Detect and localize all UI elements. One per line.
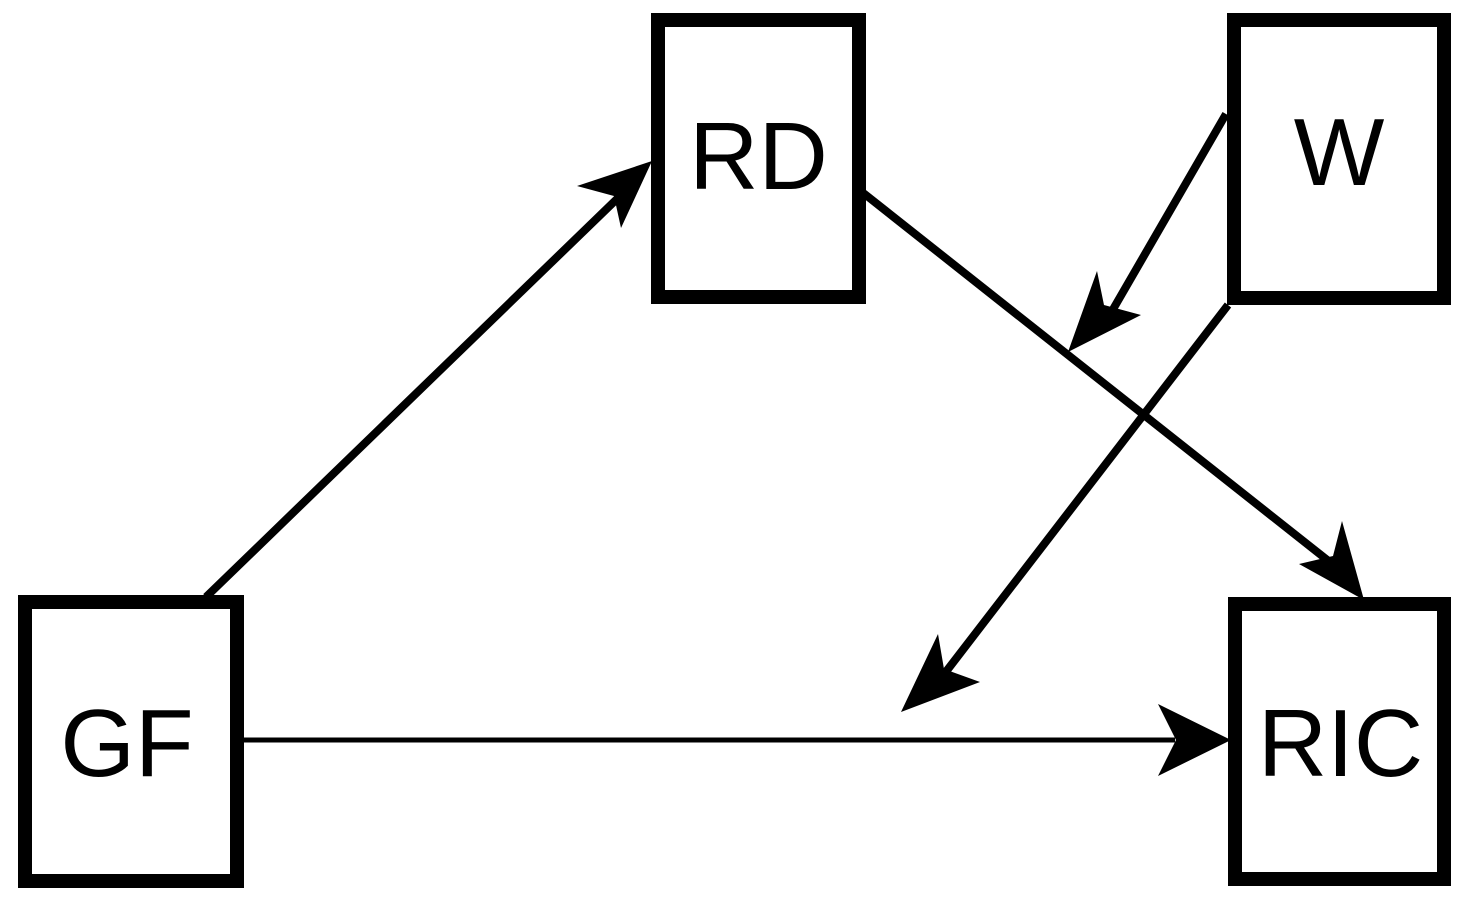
edge-gf-to-rd[interactable]	[203, 161, 652, 600]
edge-rd-to-ric[interactable]	[859, 188, 1364, 600]
edge-w-to-gf-ric-path[interactable]	[901, 302, 1232, 712]
node-rd[interactable]: RD	[651, 13, 866, 304]
node-w[interactable]: W	[1227, 13, 1451, 305]
node-rd-label: RD	[689, 102, 828, 210]
edge-w-to-rd-ric-path[interactable]	[1068, 111, 1230, 352]
node-ric[interactable]: RIC	[1228, 597, 1451, 886]
node-gf-label: GF	[60, 689, 194, 797]
node-w-label: W	[1293, 99, 1385, 206]
edge-gf-to-ric[interactable]	[244, 704, 1231, 776]
node-ric-label: RIC	[1257, 689, 1424, 797]
node-gf[interactable]: GF	[18, 595, 244, 888]
